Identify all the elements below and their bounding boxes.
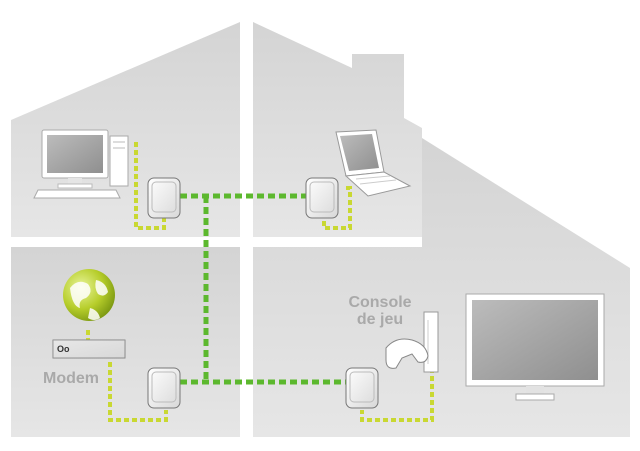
- monitor-tv-icon: [465, 293, 605, 401]
- device-links: [86, 142, 434, 422]
- laptop-icon: [335, 129, 412, 197]
- modem-icon: [52, 339, 126, 359]
- game-console-icon: [385, 311, 439, 373]
- powerline-adapter-bottom-left-icon: [147, 367, 181, 409]
- network-backbone: [180, 193, 350, 385]
- console-label: Console de jeu: [340, 294, 420, 328]
- internet-globe-icon: [63, 269, 115, 321]
- powerline-adapter-top-left-icon: [147, 177, 181, 219]
- powerline-adapter-bottom-right-icon: [345, 367, 379, 409]
- console-label-line2: de jeu: [356, 311, 404, 328]
- modem-box-label: Oo: [57, 344, 70, 354]
- modem-label: Modem: [43, 370, 99, 387]
- console-label-line1: Console: [348, 294, 412, 311]
- powerline-adapter-top-right-icon: [305, 177, 339, 219]
- desktop-computer-icon: [33, 129, 129, 199]
